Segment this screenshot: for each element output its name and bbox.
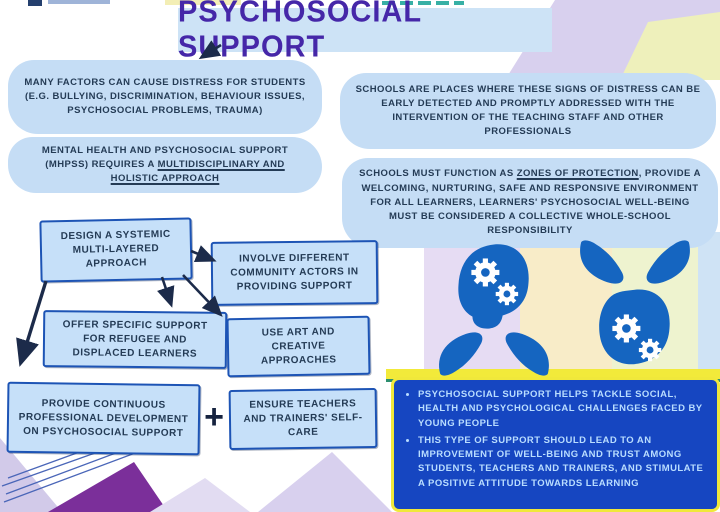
box-development-label: PROVIDE CONTINUOUS PROFESSIONAL DEVELOPM… [18, 397, 189, 439]
head-gears-hands-icon [439, 244, 549, 376]
page-title: PSYCHOSOCIAL SUPPORT [178, 0, 422, 64]
box-offer-label: OFFER SPECIFIC SUPPORT FOR REFUGEE AND D… [62, 318, 208, 360]
box-art-creative-approaches: USE ART AND CREATIVE APPROACHES [226, 315, 371, 378]
note-zones-pre: SCHOOLS MUST FUNCTION AS [359, 168, 514, 180]
box-teacher-self-care: ENSURE TEACHERS AND TRAINERS' SELF-CARE [228, 387, 378, 451]
hands-over-head-gears-icon [580, 240, 690, 365]
box-selfcare-label: ENSURE TEACHERS AND TRAINERS' SELF-CARE [243, 398, 363, 439]
note-distress-factors-text: MANY FACTORS CAN CAUSE DISTRESS FOR STUD… [24, 76, 306, 117]
note-schools-detect: SCHOOLS ARE PLACES WHERE THESE SIGNS OF … [340, 73, 716, 149]
teal-dashes [382, 1, 464, 5]
title-banner: PSYCHOSOCIAL SUPPORT [178, 0, 552, 64]
box-design-label: DESIGN A SYSTEMIC MULTI-LAYERED APPROACH [60, 228, 171, 270]
summary-panel: PSYCHOSOCIAL SUPPORT HELPS TACKLE SOCIAL… [391, 377, 720, 512]
note-zones-underlined: ZONES OF PROTECTION [516, 168, 639, 180]
note-schools-detect-text: SCHOOLS ARE PLACES WHERE THESE SIGNS OF … [355, 83, 701, 138]
gear-icon [471, 258, 500, 287]
note-zones-of-protection: SCHOOLS MUST FUNCTION AS ZONES OF PROTEC… [342, 158, 718, 248]
note-distress-factors: MANY FACTORS CAN CAUSE DISTRESS FOR STUD… [8, 60, 322, 134]
summary-bullet: PSYCHOSOCIAL SUPPORT HELPS TACKLE SOCIAL… [418, 388, 707, 431]
box-involve-label: INVOLVE DIFFERENT COMMUNITY ACTORS IN PR… [230, 252, 359, 293]
plus-sign: + [199, 396, 229, 438]
summary-bullet: THIS TYPE OF SUPPORT SHOULD LEAD TO AN I… [418, 434, 707, 491]
box-design-systemic-approach: DESIGN A SYSTEMIC MULTI-LAYERED APPROACH [39, 217, 193, 283]
gear-icon [495, 282, 519, 306]
gear-icon [638, 338, 662, 362]
note-mhpss-text: MENTAL HEALTH AND PSYCHOSOCIAL SUPPORT (… [41, 144, 289, 170]
note-zones-post: , PROVIDE A WELCOMING, NURTURING, SAFE A… [361, 168, 701, 237]
box-professional-development: PROVIDE CONTINUOUS PROFESSIONAL DEVELOPM… [6, 381, 201, 456]
note-mhpss-approach: MENTAL HEALTH AND PSYCHOSOCIAL SUPPORT (… [8, 137, 322, 193]
gear-icon [612, 314, 641, 343]
note-mhpss-underlined: MULTIDISCIPLINARY AND HOLISTIC APPROACH [110, 158, 285, 185]
box-offer-refugee-support: OFFER SPECIFIC SUPPORT FOR REFUGEE AND D… [42, 310, 228, 369]
summary-bullet-list: PSYCHOSOCIAL SUPPORT HELPS TACKLE SOCIAL… [402, 388, 707, 491]
box-involve-community-actors: INVOLVE DIFFERENT COMMUNITY ACTORS IN PR… [210, 240, 379, 306]
box-art-label: USE ART AND CREATIVE APPROACHES [260, 325, 337, 367]
plus-sign-glyph: + [204, 397, 224, 436]
